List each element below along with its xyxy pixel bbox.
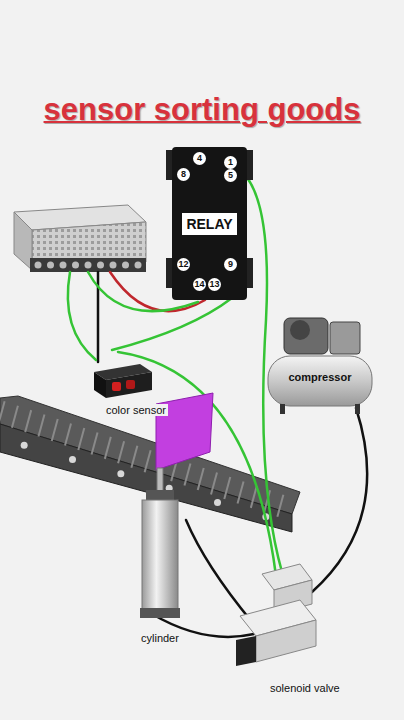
terminal-screw: [122, 262, 129, 269]
belt-slat: [211, 473, 217, 495]
belt-slat: [224, 477, 230, 499]
color-sensor: [94, 364, 152, 398]
part-label: color sensor: [104, 404, 168, 416]
belt-slat: [65, 424, 71, 446]
belt-slat: [184, 464, 190, 486]
belt-slat: [92, 432, 98, 454]
belt-slat: [145, 450, 151, 472]
terminal-screw: [35, 262, 42, 269]
belt-slat: [277, 495, 283, 517]
belt-slat: [12, 406, 18, 428]
pin-number: 9: [224, 258, 237, 271]
belt-slat: [78, 428, 84, 450]
node-text: compressor: [289, 371, 352, 383]
terminal-screw: [97, 262, 104, 269]
belt-roller: [117, 470, 124, 477]
terminal-screw: [60, 262, 67, 269]
part-label: cylinder: [139, 632, 181, 644]
pin-number: 5: [224, 169, 237, 182]
compressor-tank: compressor: [270, 362, 370, 392]
terminal-screw: [135, 262, 142, 269]
belt-slat: [131, 446, 137, 468]
node-text: RELAY: [182, 213, 236, 235]
power-supply: [14, 205, 146, 272]
pin-number: 13: [208, 278, 221, 291]
terminal-screw: [47, 262, 54, 269]
pin-number: 14: [193, 278, 206, 291]
belt-roller: [69, 456, 76, 463]
terminal-screw: [110, 262, 117, 269]
pin-number: 12: [177, 258, 190, 271]
pin-number: 4: [193, 152, 206, 165]
terminal-screw: [85, 262, 92, 269]
belt-slat: [38, 415, 44, 437]
belt-slat: [251, 486, 257, 508]
belt-slat: [238, 481, 244, 503]
compressor-machine: [268, 318, 372, 414]
belt-roller: [21, 442, 28, 449]
belt-slat: [0, 401, 5, 423]
cylinder: [140, 468, 180, 618]
belt-slat: [198, 468, 204, 490]
pin-number: 8: [177, 168, 190, 181]
belt-slat: [118, 441, 124, 463]
pin-number: 1: [224, 156, 237, 169]
title: sensor sorting goods: [0, 92, 404, 128]
terminal-screw: [72, 262, 79, 269]
solenoid-valve: [236, 564, 316, 666]
part-label: solenoid valve: [268, 682, 342, 694]
belt-slat: [25, 410, 31, 432]
belt-roller: [214, 499, 221, 506]
belt-slat: [105, 437, 111, 459]
belt-slat: [52, 419, 58, 441]
